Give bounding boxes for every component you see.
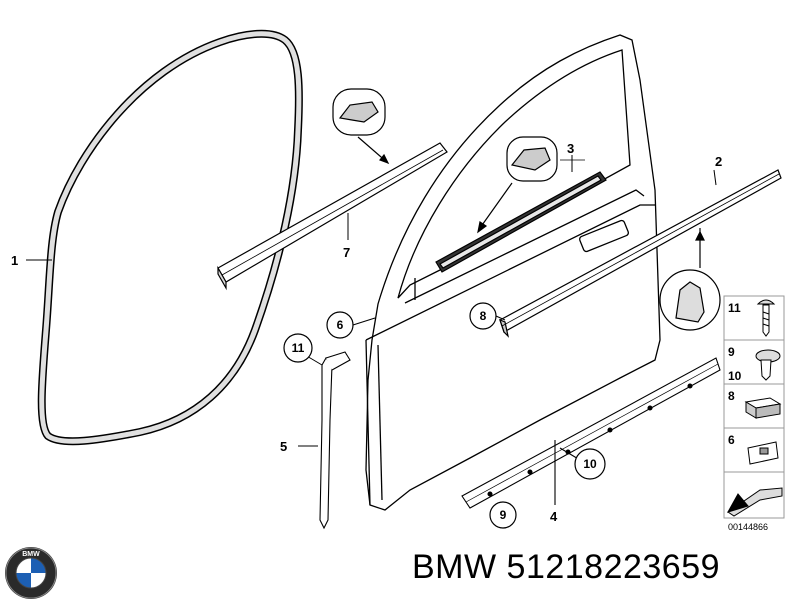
outer-window-strip: [435, 136, 607, 273]
outer-trim-strip: [499, 169, 782, 338]
pillar-strip: [319, 351, 351, 530]
circle-callout-8: 8: [480, 309, 487, 323]
circle-callout-11: 11: [292, 341, 305, 355]
arrow-icon: [726, 487, 783, 517]
legend-label-10: 10: [728, 369, 742, 383]
reference-number: 00144866: [728, 522, 768, 532]
circle-callout-10: 10: [583, 457, 597, 471]
circle-callout-6: 6: [337, 318, 344, 332]
part-number-label: BMW 51218223659: [412, 548, 721, 586]
circle-callout-9: 9: [500, 508, 507, 522]
clip-nut-icon: [755, 349, 781, 381]
legend-label-9: 9: [728, 345, 735, 359]
callout-4: 4: [550, 509, 558, 524]
front-door: [365, 34, 661, 511]
callout-2: 2: [715, 154, 722, 169]
inner-window-strip: [217, 88, 448, 291]
screw-icon: [756, 299, 776, 337]
pad-icon: [744, 397, 782, 419]
clip-icon: [747, 441, 779, 465]
callout-5: 5: [280, 439, 287, 454]
legend-label-6: 6: [728, 433, 735, 447]
bmw-logo-icon: BMW: [5, 547, 57, 599]
callout-1: 1: [11, 253, 18, 268]
callout-7: 7: [343, 245, 350, 260]
svg-text:BMW: BMW: [22, 551, 40, 558]
circled-callouts: [283, 302, 606, 529]
legend-label-8: 8: [728, 389, 735, 403]
callout-3: 3: [567, 141, 574, 156]
legend-label-11: 11: [728, 301, 741, 315]
sill-strip: [461, 357, 721, 509]
door-seal-part: [37, 29, 303, 446]
